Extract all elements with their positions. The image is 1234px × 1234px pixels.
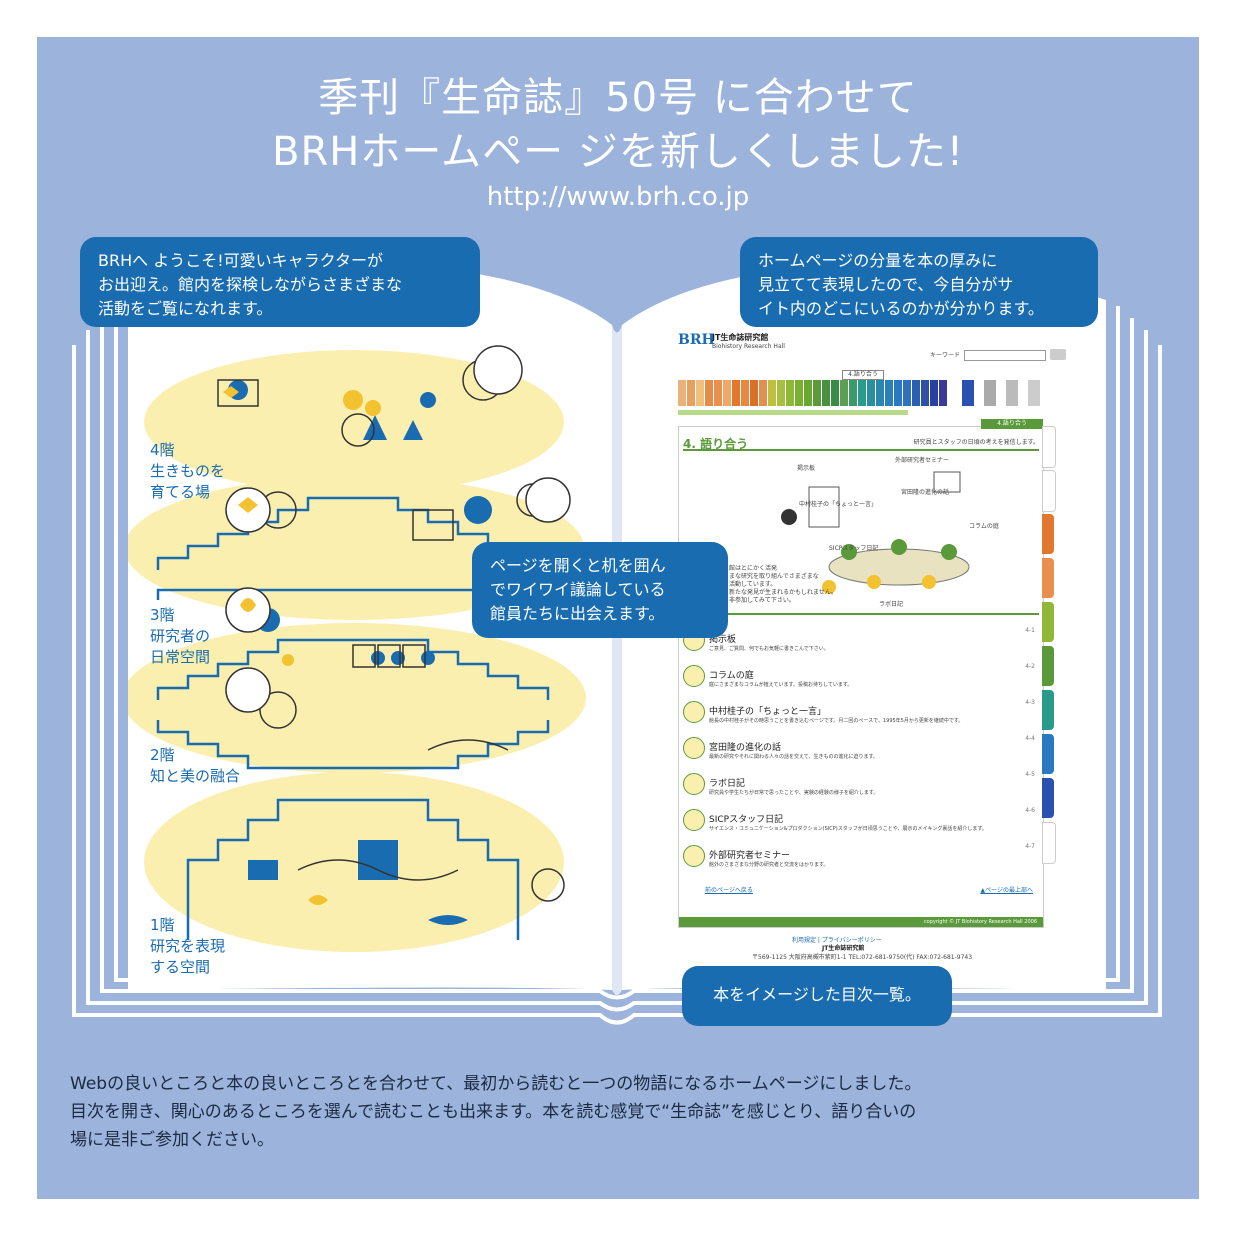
side-tab-4[interactable]: [1042, 558, 1054, 598]
label-miyata: 宮田隆の進化の話: [901, 489, 950, 496]
footer-address: 〒569-1125 大阪府高槻市紫町1-1 TEL:072-681-9750(代…: [752, 954, 973, 961]
side-tab-6[interactable]: [1042, 646, 1054, 686]
section-header: 4. 語り合う 研究員とスタッフの日頃の考えを発信します。: [683, 433, 1039, 451]
bubble-discussion: ページを開くと机を囲ん でワイワイ議論している 館員たちに出会えます。: [472, 542, 728, 638]
headline-line-1: 季刊『生命誌』50号 に合わせて: [318, 75, 918, 121]
toc-item-number: 4-5: [1025, 771, 1035, 778]
toc-item-desc: サイエンス・コミュニケーション&プロダクション(SICP)スタッフが日頃思うこと…: [709, 826, 987, 832]
floor-4-label: 4階 生きものを 育てる場: [150, 441, 226, 501]
divider: [683, 613, 1039, 615]
page-top-link[interactable]: ▲ページの最上部へ: [980, 887, 1034, 894]
progress-bar: [678, 410, 908, 415]
headline-line-2: BRHホームペー ジを新しくしました!: [272, 129, 964, 175]
site-logo-en: Biohistory Research Hall: [712, 343, 785, 350]
side-tab-5[interactable]: [1042, 602, 1054, 642]
search-button[interactable]: [1050, 349, 1066, 360]
bubble-toc: 本をイメージした目次一覧。: [682, 966, 952, 1026]
toc-item-desc: ご意見、ご質問、何でもお気軽に書きこんで下さい。: [709, 646, 829, 652]
toc-item[interactable]: 中村桂子の「ちょっと一言」 4-3 館長の中村桂子がその時思うことを書き込むページで…: [683, 699, 1035, 735]
floor-2-label: 2階 知と美の融合: [150, 746, 241, 785]
toc-item-desc: 最新の研究やそれに関わる人々の話を交えて、生きものの進化に迫ります。: [709, 754, 879, 760]
side-tab-9[interactable]: [1042, 778, 1054, 818]
current-position-marker: 4.語り合う: [842, 370, 884, 380]
side-tab-7[interactable]: [1042, 690, 1054, 730]
toc-item[interactable]: SICPスタッフ日記 4-6 サイエンス・コミュニケーション&プロダクション(SIC…: [683, 807, 1035, 843]
side-tab-3[interactable]: [1042, 514, 1054, 554]
toc-item[interactable]: ラボ日記 4-5 研究員や学生たちが日常で思ったことや、実験の経験の様子を紹介します…: [683, 771, 1035, 807]
toc-item-number: 4-1: [1025, 627, 1035, 634]
toc-item-title: 宮田隆の進化の話: [709, 743, 782, 753]
label-sicp: SICPスタッフ日記: [829, 545, 879, 552]
toc-item-icon: [683, 665, 705, 687]
toc-item-icon: [683, 845, 705, 867]
toc-item[interactable]: 掲示板 4-1 ご意見、ご質問、何でもお気軽に書きこんで下さい。: [683, 627, 1035, 663]
prev-page-link[interactable]: 前のページへ戻る: [705, 887, 753, 894]
website-mock: BRH JT生命誌研究館 Biohistory Research Hall キー…: [672, 330, 1080, 970]
footer-org: JT生命誌研究館: [822, 945, 865, 952]
section-tab-label: 4.語り合う: [981, 419, 1043, 429]
label-column: コラムの庭: [969, 523, 999, 530]
floor-3-label: 3階 研究者の 日常空間: [150, 606, 211, 666]
toc-item-icon: [683, 737, 705, 759]
toc-item[interactable]: コラムの庭 4-2 庭にさまざまなコラムが植えています。投稿お待ちしています。: [683, 663, 1035, 699]
site-logo-jp: JT生命誌研究館: [712, 333, 769, 342]
side-tab-8[interactable]: [1042, 734, 1054, 774]
toc-item-title: ラボ日記: [709, 779, 746, 789]
toc-item-title: 掲示板: [709, 635, 737, 645]
intro-text: 館はとにかく活発 まな研究を取り組んでさまざまな 活動しています。 新たな発見が…: [729, 565, 837, 604]
side-tab-2[interactable]: [1042, 470, 1056, 512]
discussion-illustration: [781, 471, 970, 594]
toc-item-number: 4-6: [1025, 807, 1035, 814]
toc-item-number: 4-3: [1025, 699, 1035, 706]
book-spine-nav[interactable]: [678, 380, 1070, 408]
toc-list: 掲示板 4-1 ご意見、ご質問、何でもお気軽に書きこんで下さい。コラムの庭 4-2 庭に…: [683, 627, 1035, 879]
site-url[interactable]: http://www.brh.co.jp: [486, 182, 750, 212]
copyright-bar: copyright © JT Biohistory Research Hall …: [679, 917, 1043, 927]
section-note: 研究員とスタッフの日頃の考えを発信します。: [913, 439, 1039, 446]
toc-item-title: SICPスタッフ日記: [709, 815, 784, 825]
label-seminar: 外部研究者セミナー: [895, 457, 950, 464]
site-logo[interactable]: BRH: [678, 332, 715, 348]
side-tab-1[interactable]: [1042, 426, 1056, 468]
toc-item-title: 外部研究者セミナー: [709, 851, 791, 861]
bubble-book-thickness: ホームページの分量を本の厚みに 見立てて表現したので、今自分がサ イト内のどこに…: [740, 237, 1098, 327]
toc-item-desc: 館外のさまざまな分野の研究者と交流をはかります。: [709, 862, 829, 868]
section-title: 4. 語り合う: [683, 437, 749, 451]
toc-item[interactable]: 外部研究者セミナー 4-7 館外のさまざまな分野の研究者と交流をはかります。: [683, 843, 1035, 879]
toc-item-desc: 庭にさまざまなコラムが植えています。投稿お待ちしています。: [709, 682, 853, 688]
search-label: キーワード: [930, 352, 961, 359]
toc-item-number: 4-2: [1025, 663, 1035, 670]
toc-item-icon: [683, 773, 705, 795]
content-frame: 4.語り合う 4. 語り合う 研究員とスタッフの日頃の考えを発信します。 外部研…: [678, 419, 1044, 928]
side-tab-10[interactable]: [1042, 822, 1056, 864]
toc-item-number: 4-7: [1025, 843, 1035, 850]
toc-item-icon: [683, 809, 705, 831]
floor-1-label: 1階 研究を表現 する空間: [150, 916, 226, 976]
toc-item-icon: [683, 701, 705, 723]
footer-description: Webの良いところと本の良いところとを合わせて、最初から読むと一つの物語になるホ…: [70, 1074, 922, 1150]
footer-links[interactable]: 利用規定 | プライバシーポリシー: [792, 937, 882, 944]
bubble-welcome: BRHへ ようこそ!可愛いキャラクターが お出迎え。館内を探検しながらさまざまな…: [80, 237, 480, 327]
toc-item[interactable]: 宮田隆の進化の話 4-4 最新の研究やそれに関わる人々の話を交えて、生きものの進化に…: [683, 735, 1035, 771]
toc-item-title: コラムの庭: [709, 671, 754, 681]
building-illustration: [128, 345, 586, 952]
toc-item-number: 4-4: [1025, 735, 1035, 742]
label-lab: ラボ日記: [879, 601, 904, 608]
toc-item-desc: 研究員や学生たちが日常で思ったことや、実験の経験の様子を紹介します。: [709, 790, 879, 796]
search-input[interactable]: [964, 350, 1046, 361]
toc-item-desc: 館長の中村桂子がその時思うことを書き込むページです。月二回のペースで、1995年…: [709, 718, 964, 724]
label-nakamura: 中村桂子の「ちょっと一言」: [799, 501, 878, 508]
toc-item-title: 中村桂子の「ちょっと一言」: [709, 707, 827, 717]
label-board: 掲示板: [797, 465, 816, 472]
